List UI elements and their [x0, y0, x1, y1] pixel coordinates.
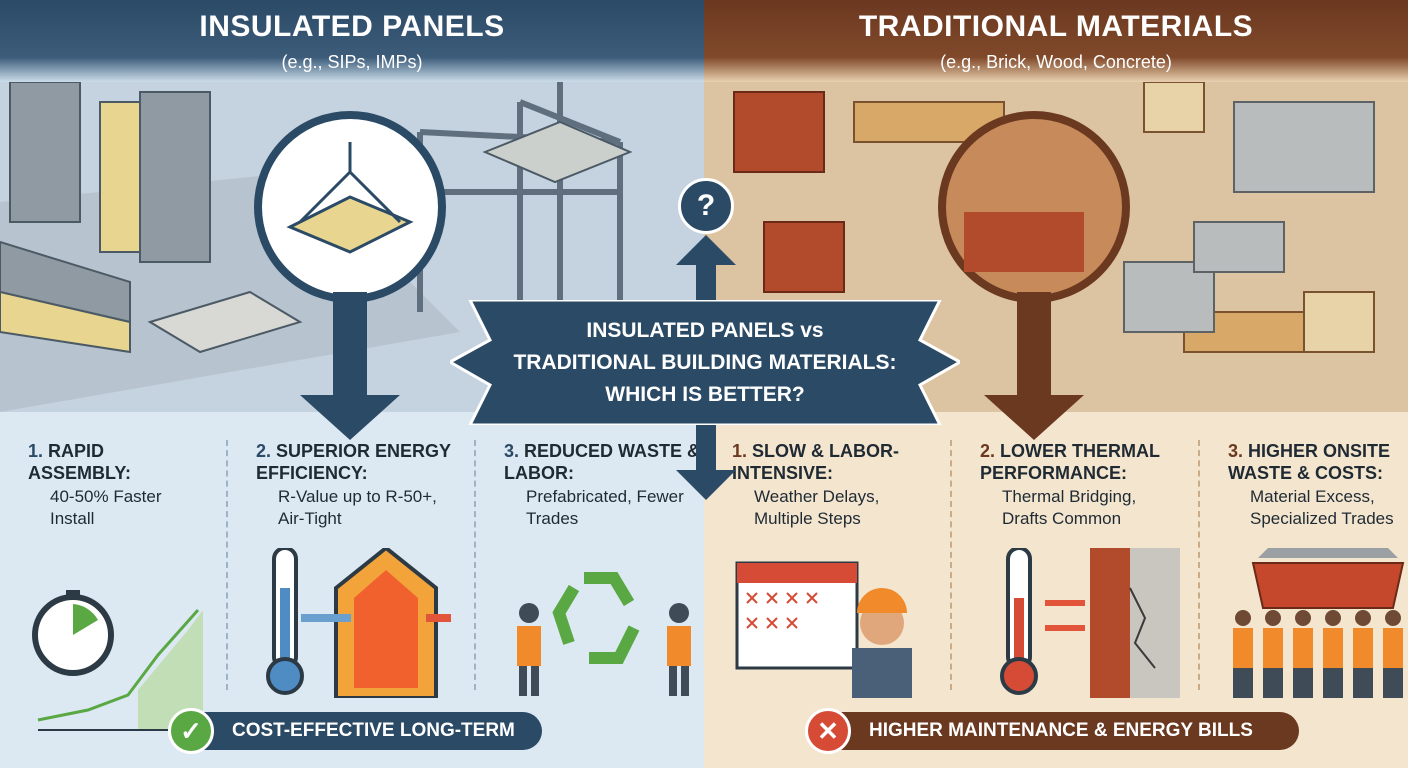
- left-benefits: 1. RAPID ASSEMBLY: 40-50% Faster Install…: [0, 440, 704, 731]
- dumpster-workers-icon: [1233, 548, 1405, 698]
- point-desc: R-Value up to R-50+, Air-Tight: [278, 487, 437, 528]
- point-title: SLOW & LABOR-INTENSIVE:: [732, 441, 900, 483]
- left-subtitle: (e.g., SIPs, IMPs): [281, 52, 423, 72]
- point-number: 2.: [980, 441, 996, 461]
- point-title: SUPERIOR ENERGY EFFICIENCY:: [256, 441, 451, 483]
- point-number: 3.: [504, 441, 520, 461]
- drawback-thermal: 2. LOWER THERMAL PERFORMANCE: Thermal Br…: [952, 440, 1200, 698]
- point-title: REDUCED WASTE & LABOR:: [504, 441, 701, 483]
- drawback-slow-labor: 1. SLOW & LABOR-INTENSIVE: Weather Delay…: [704, 440, 952, 698]
- left-header: INSULATED PANELS (e.g., SIPs, IMPs): [0, 0, 704, 82]
- recycle-workers-icon: [517, 572, 691, 696]
- stopwatch-chart-icon: [32, 590, 203, 731]
- drawback-waste-costs: 3. HIGHER ONSITE WASTE & COSTS: Material…: [1200, 440, 1408, 698]
- right-badge-label: HIGHER MAINTENANCE & ENERGY BILLS: [869, 720, 1253, 741]
- banner-line-3: WHICH IS BETTER?: [605, 382, 805, 406]
- point-title: HIGHER ONSITE WASTE & COSTS:: [1228, 441, 1391, 483]
- checkmark-icon: ✓: [168, 708, 214, 754]
- point-number: 3.: [1228, 441, 1244, 461]
- x-icon: ✕: [805, 708, 851, 754]
- point-desc: Weather Delays, Multiple Steps: [754, 487, 880, 528]
- question-icon: ?: [678, 178, 734, 234]
- point-title: RAPID ASSEMBLY:: [28, 441, 132, 483]
- benefit-energy-efficiency: 2. SUPERIOR ENERGY EFFICIENCY: R-Value u…: [228, 440, 476, 698]
- point-desc: 40-50% Faster Install: [50, 487, 162, 528]
- right-down-arrow: [984, 395, 1084, 440]
- benefit-rapid-assembly: 1. RAPID ASSEMBLY: 40-50% Faster Install: [0, 440, 228, 731]
- banner-line-2: TRADITIONAL BUILDING MATERIALS:: [513, 350, 897, 374]
- higher-costs-badge: ✕ HIGHER MAINTENANCE & ENERGY BILLS: [805, 708, 1299, 754]
- point-number: 1.: [28, 441, 44, 461]
- left-badge-label: COST-EFFECTIVE LONG-TERM: [232, 720, 515, 741]
- point-title: LOWER THERMAL PERFORMANCE:: [980, 441, 1160, 483]
- point-desc: Prefabricated, Fewer Trades: [526, 487, 684, 528]
- left-down-arrow: [300, 395, 400, 440]
- right-title: TRADITIONAL MATERIALS: [858, 10, 1254, 43]
- point-number: 2.: [256, 441, 272, 461]
- center-title-banner: INSULATED PANELS vs TRADITIONAL BUILDING…: [450, 300, 960, 425]
- thermometer-cracked-wall-icon: [1000, 548, 1180, 698]
- calendar-worker-icon: [735, 561, 912, 698]
- right-subtitle: (e.g., Brick, Wood, Concrete): [940, 52, 1172, 72]
- cost-effective-badge: ✓ COST-EFFECTIVE LONG-TERM: [168, 708, 542, 754]
- banner-line-1: INSULATED PANELS vs: [586, 318, 824, 342]
- right-header: TRADITIONAL MATERIALS (e.g., Brick, Wood…: [704, 0, 1408, 82]
- thermometer-panel-icon: [266, 548, 451, 698]
- point-desc: Thermal Bridging, Drafts Common: [1002, 487, 1137, 528]
- traditional-materials-side: TRADITIONAL MATERIALS (e.g., Brick, Wood…: [704, 0, 1408, 768]
- point-desc: Material Excess, Specialized Trades: [1250, 487, 1394, 528]
- benefit-reduced-waste: 3. REDUCED WASTE & LABOR: Prefabricated,…: [476, 440, 704, 696]
- point-number: 1.: [732, 441, 748, 461]
- right-drawbacks: 1. SLOW & LABOR-INTENSIVE: Weather Delay…: [704, 440, 1408, 698]
- left-title: INSULATED PANELS: [199, 10, 505, 43]
